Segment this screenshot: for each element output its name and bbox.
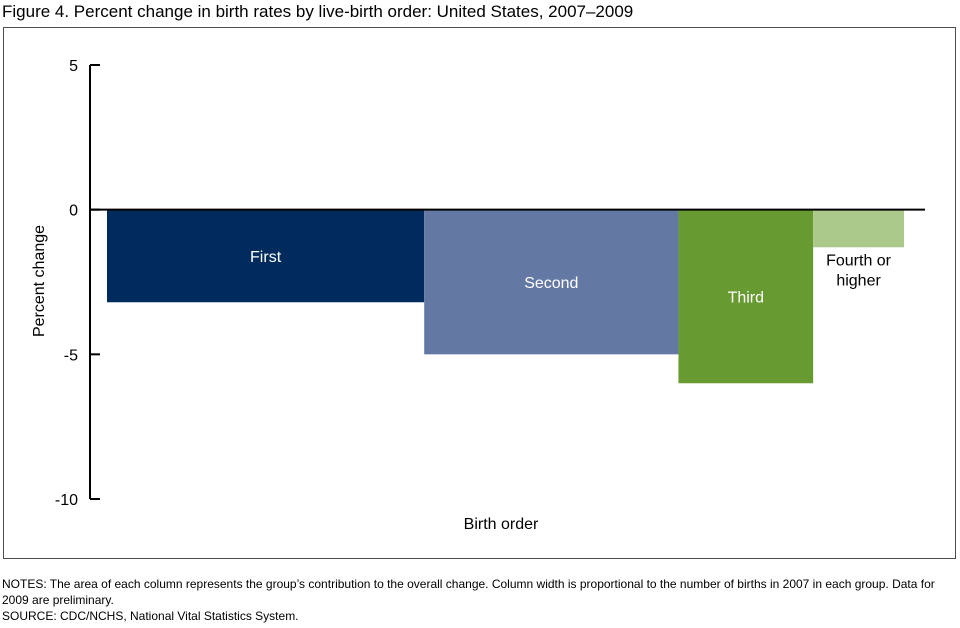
- bar-4: [813, 209, 904, 248]
- bar-label-3: Third: [728, 289, 764, 306]
- y-axis-title: Percent change: [31, 225, 48, 337]
- y-tick-label: 5: [69, 58, 78, 75]
- chart-frame: [3, 27, 956, 559]
- bar-label-4-line-2: higher: [836, 272, 881, 289]
- notes-text: NOTES: The area of each column represent…: [2, 577, 935, 607]
- y-tick-label: -10: [55, 492, 78, 509]
- notes-section: NOTES: The area of each column represent…: [2, 576, 952, 624]
- bar-label-2: Second: [524, 275, 578, 292]
- bar-1: [107, 209, 425, 303]
- bar-3: [678, 209, 814, 384]
- bar-label-4-line-1: Fourth or: [826, 252, 892, 269]
- bar-label-1: First: [250, 249, 282, 266]
- x-axis-title: Birth order: [464, 516, 539, 533]
- y-tick-label: -5: [64, 347, 78, 364]
- figure-title: Figure 4. Percent change in birth rates …: [2, 2, 634, 21]
- source-text: SOURCE: CDC/NCHS, National Vital Statist…: [2, 609, 299, 623]
- y-ticks: 5 0 -5 -10: [55, 58, 100, 509]
- y-tick-label: 0: [69, 203, 78, 220]
- bars-layer: [107, 209, 904, 384]
- y-axis: [89, 65, 925, 499]
- bar-2: [424, 209, 679, 355]
